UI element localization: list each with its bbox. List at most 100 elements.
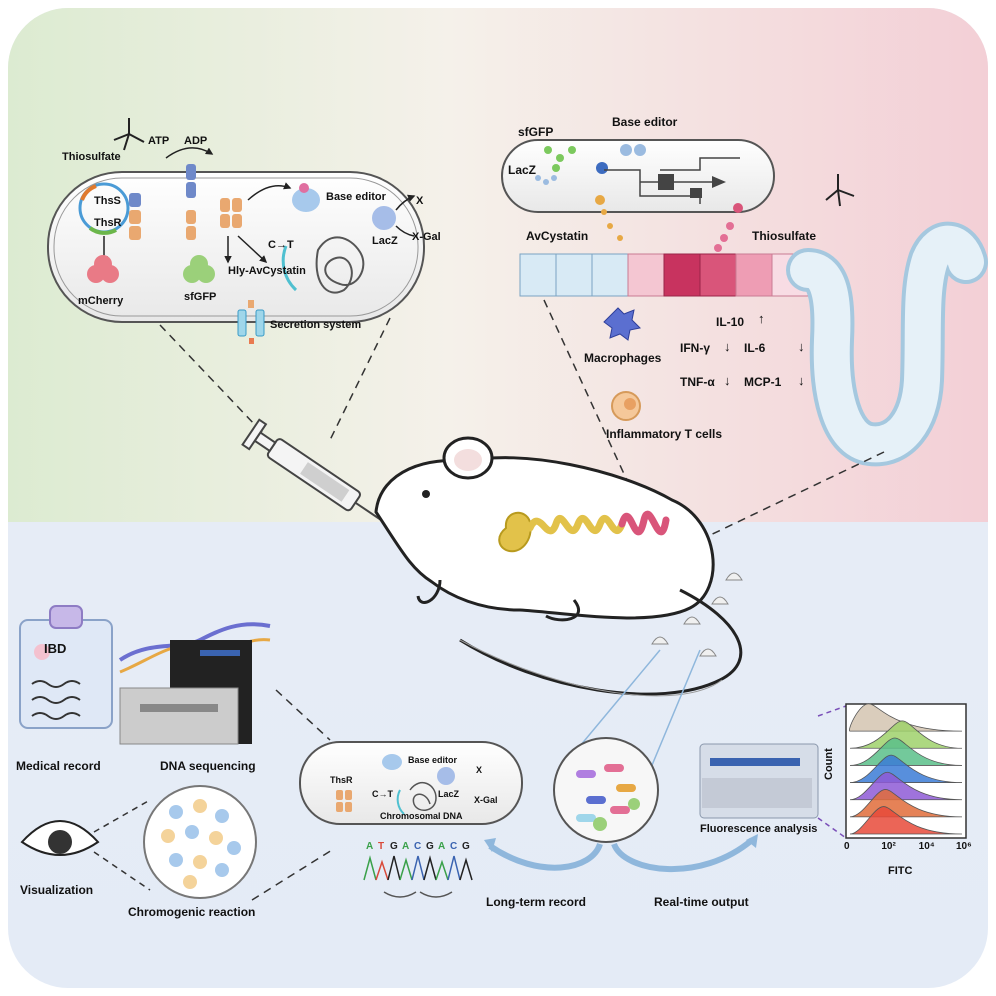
gut-panel [501, 139, 988, 467]
thiosulfate-gut-label: Thiosulfate [752, 229, 817, 243]
lacz-gut-label: LacZ [508, 163, 537, 177]
chromogenic-reaction-label: Chromogenic reaction [128, 905, 256, 919]
histogram-tick-label: 10² [881, 841, 896, 852]
x-label: X [416, 195, 424, 207]
eye-icon [20, 820, 100, 856]
real-time-output-arrow [611, 837, 754, 872]
thsr-bottom-label: ThsR [330, 775, 353, 785]
dna-sequencing-label: DNA sequencing [160, 759, 256, 773]
epithelium-cells [519, 253, 809, 297]
histogram-tick-label: 0 [844, 841, 850, 852]
connector-dashed-line [329, 317, 391, 441]
real-time-output-label: Real-time output [654, 895, 749, 909]
base-editor-bottom-label: Base editor [408, 755, 458, 765]
il6-down-arrow: ↓ [798, 339, 805, 354]
base-editor-icon [292, 188, 320, 212]
chromogenic-plate-icon [143, 785, 257, 899]
base-editor-label: Base editor [326, 191, 386, 203]
thsr-label: ThsR [94, 217, 122, 229]
seq-letter: C [414, 841, 422, 852]
medical-record-label: Medical record [16, 759, 101, 773]
fluorescence-analysis-label: Fluorescence analysis [700, 823, 818, 835]
connector-dashed-line [275, 689, 331, 741]
histogram-trace [849, 754, 963, 783]
lacz-icon [372, 206, 396, 230]
connector-dashed-line [251, 849, 333, 901]
atp-label: ATP [148, 135, 170, 147]
sfgfp-label: sfGFP [184, 291, 217, 303]
il10-label: IL-10 [716, 315, 745, 329]
histogram-trace [849, 703, 963, 732]
sequencer-icon [119, 640, 252, 745]
syringe-icon [241, 418, 385, 523]
adp-label: ADP [184, 135, 208, 147]
flow-cytometer-icon [699, 743, 819, 819]
mcp1-down-arrow: ↓ [798, 373, 805, 388]
seq-letter: A [366, 841, 374, 852]
hly-avcystatin-label: Hly-AvCystatin [228, 265, 306, 277]
seq-letter: C [450, 841, 458, 852]
connector-dashed-line [93, 851, 151, 891]
histogram-trace [849, 806, 963, 835]
genetic-circuit-icon [604, 157, 740, 204]
ifn-label: IFN-γ [680, 341, 710, 355]
seq-letter: G [426, 841, 434, 852]
medical-record-icon [19, 605, 113, 729]
thss-label: ThsS [94, 195, 121, 207]
tnf-label: TNF-α [680, 375, 715, 389]
long-term-record-label: Long-term record [486, 895, 587, 909]
ibd-label: IBD [44, 641, 67, 656]
sequencing-chromatogram [363, 855, 473, 898]
il6-label: IL-6 [744, 341, 766, 355]
macrophage-icon [603, 307, 642, 341]
x-gal-label: X-Gal [412, 231, 441, 243]
mcherry-protein-icon [87, 255, 119, 283]
background-top-panel [8, 8, 988, 522]
engineered-bacterium-panel [47, 118, 425, 344]
thss-thsr-protein-icon [129, 193, 141, 240]
c-to-t-label: C→T [268, 239, 294, 251]
seq-letter: G [462, 841, 470, 852]
mouse-icon [374, 436, 743, 697]
lacz-label: LacZ [372, 235, 398, 247]
histogram-xlabel: FITC [888, 865, 913, 877]
connector-dashed-line [543, 299, 637, 501]
seq-letter: T [378, 841, 385, 852]
mcp1-label: MCP-1 [744, 375, 782, 389]
chromosomal-dna-label: Chromosomal DNA [380, 811, 463, 821]
sfgfp-protein-icon [183, 255, 215, 283]
recording-bacterium-panel [299, 741, 523, 825]
thiosulfate-molecule-icon [825, 174, 855, 207]
c-to-t-bottom-label: C→T [372, 789, 393, 799]
avcystatin-label: AvCystatin [526, 229, 589, 243]
x-gal-bottom-label: X-Gal [474, 795, 498, 805]
seq-letter: A [438, 841, 446, 852]
thiosulfate-molecule-icon [113, 118, 145, 151]
inflammatory-t-cells-label: Inflammatory T cells [606, 427, 723, 441]
histogram-tick-label: 10⁴ [918, 841, 935, 852]
base-editor-gut-label: Base editor [612, 115, 678, 129]
connector-dashed-line [159, 324, 297, 469]
visualization-label: Visualization [20, 883, 94, 897]
lacz-bottom-label: LacZ [438, 789, 460, 799]
sfgfp-gut-label: sfGFP [518, 125, 554, 139]
microbiota-sample-icon [553, 649, 701, 843]
secretion-system-icon [237, 300, 265, 344]
macrophages-label: Macrophages [584, 351, 662, 365]
long-term-record-arrow [488, 842, 603, 871]
histogram-trace [849, 737, 963, 766]
histogram-ylabel: Count [823, 748, 835, 780]
thiosulfate-label: Thiosulfate [62, 151, 121, 163]
mcherry-label: mCherry [78, 295, 124, 307]
secretion-system-label: Secretion system [270, 319, 362, 331]
membrane-sensor-icon [186, 164, 242, 240]
histogram-tick-label: 10⁶ [956, 841, 972, 852]
tnf-down-arrow: ↓ [724, 373, 731, 388]
chromosome-icon [315, 236, 365, 294]
connector-dashed-line [699, 451, 885, 541]
histogram-traces [849, 703, 963, 835]
x-bottom-label: X [476, 765, 483, 775]
ifn-down-arrow: ↓ [724, 339, 731, 354]
seq-letter: A [402, 841, 410, 852]
